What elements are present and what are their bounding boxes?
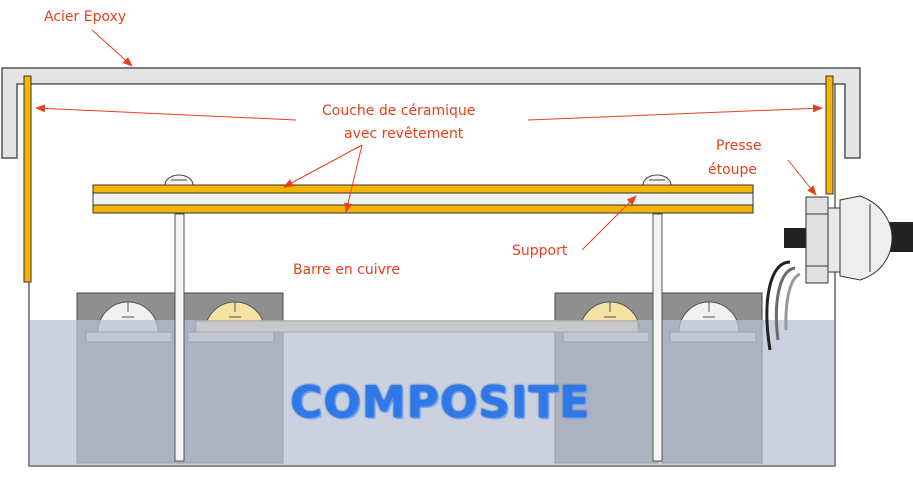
composite-fill bbox=[30, 320, 834, 465]
annotation-arrows bbox=[35, 29, 823, 251]
label-ceramic-line1: Couche de céramique bbox=[322, 103, 476, 119]
support-posts bbox=[174, 213, 663, 462]
label-composite: COMPOSITE bbox=[290, 377, 591, 428]
label-barre-cuivre: Barre en cuivre bbox=[293, 262, 400, 278]
ceramic-layer-left bbox=[23, 75, 32, 283]
ceramic-plate bbox=[92, 184, 754, 214]
plate-screws bbox=[164, 174, 672, 186]
label-acier-epoxy: Acier Epoxy bbox=[44, 9, 127, 25]
label-support: Support bbox=[512, 243, 568, 259]
cable-gland bbox=[765, 195, 913, 351]
label-presse: Presse bbox=[716, 138, 762, 154]
label-ceramic-line2: avec revêtement bbox=[344, 126, 464, 142]
ceramic-layer-right bbox=[825, 75, 834, 195]
epoxy-steel-lid bbox=[1, 67, 861, 159]
label-etoupe: étoupe bbox=[708, 162, 758, 178]
